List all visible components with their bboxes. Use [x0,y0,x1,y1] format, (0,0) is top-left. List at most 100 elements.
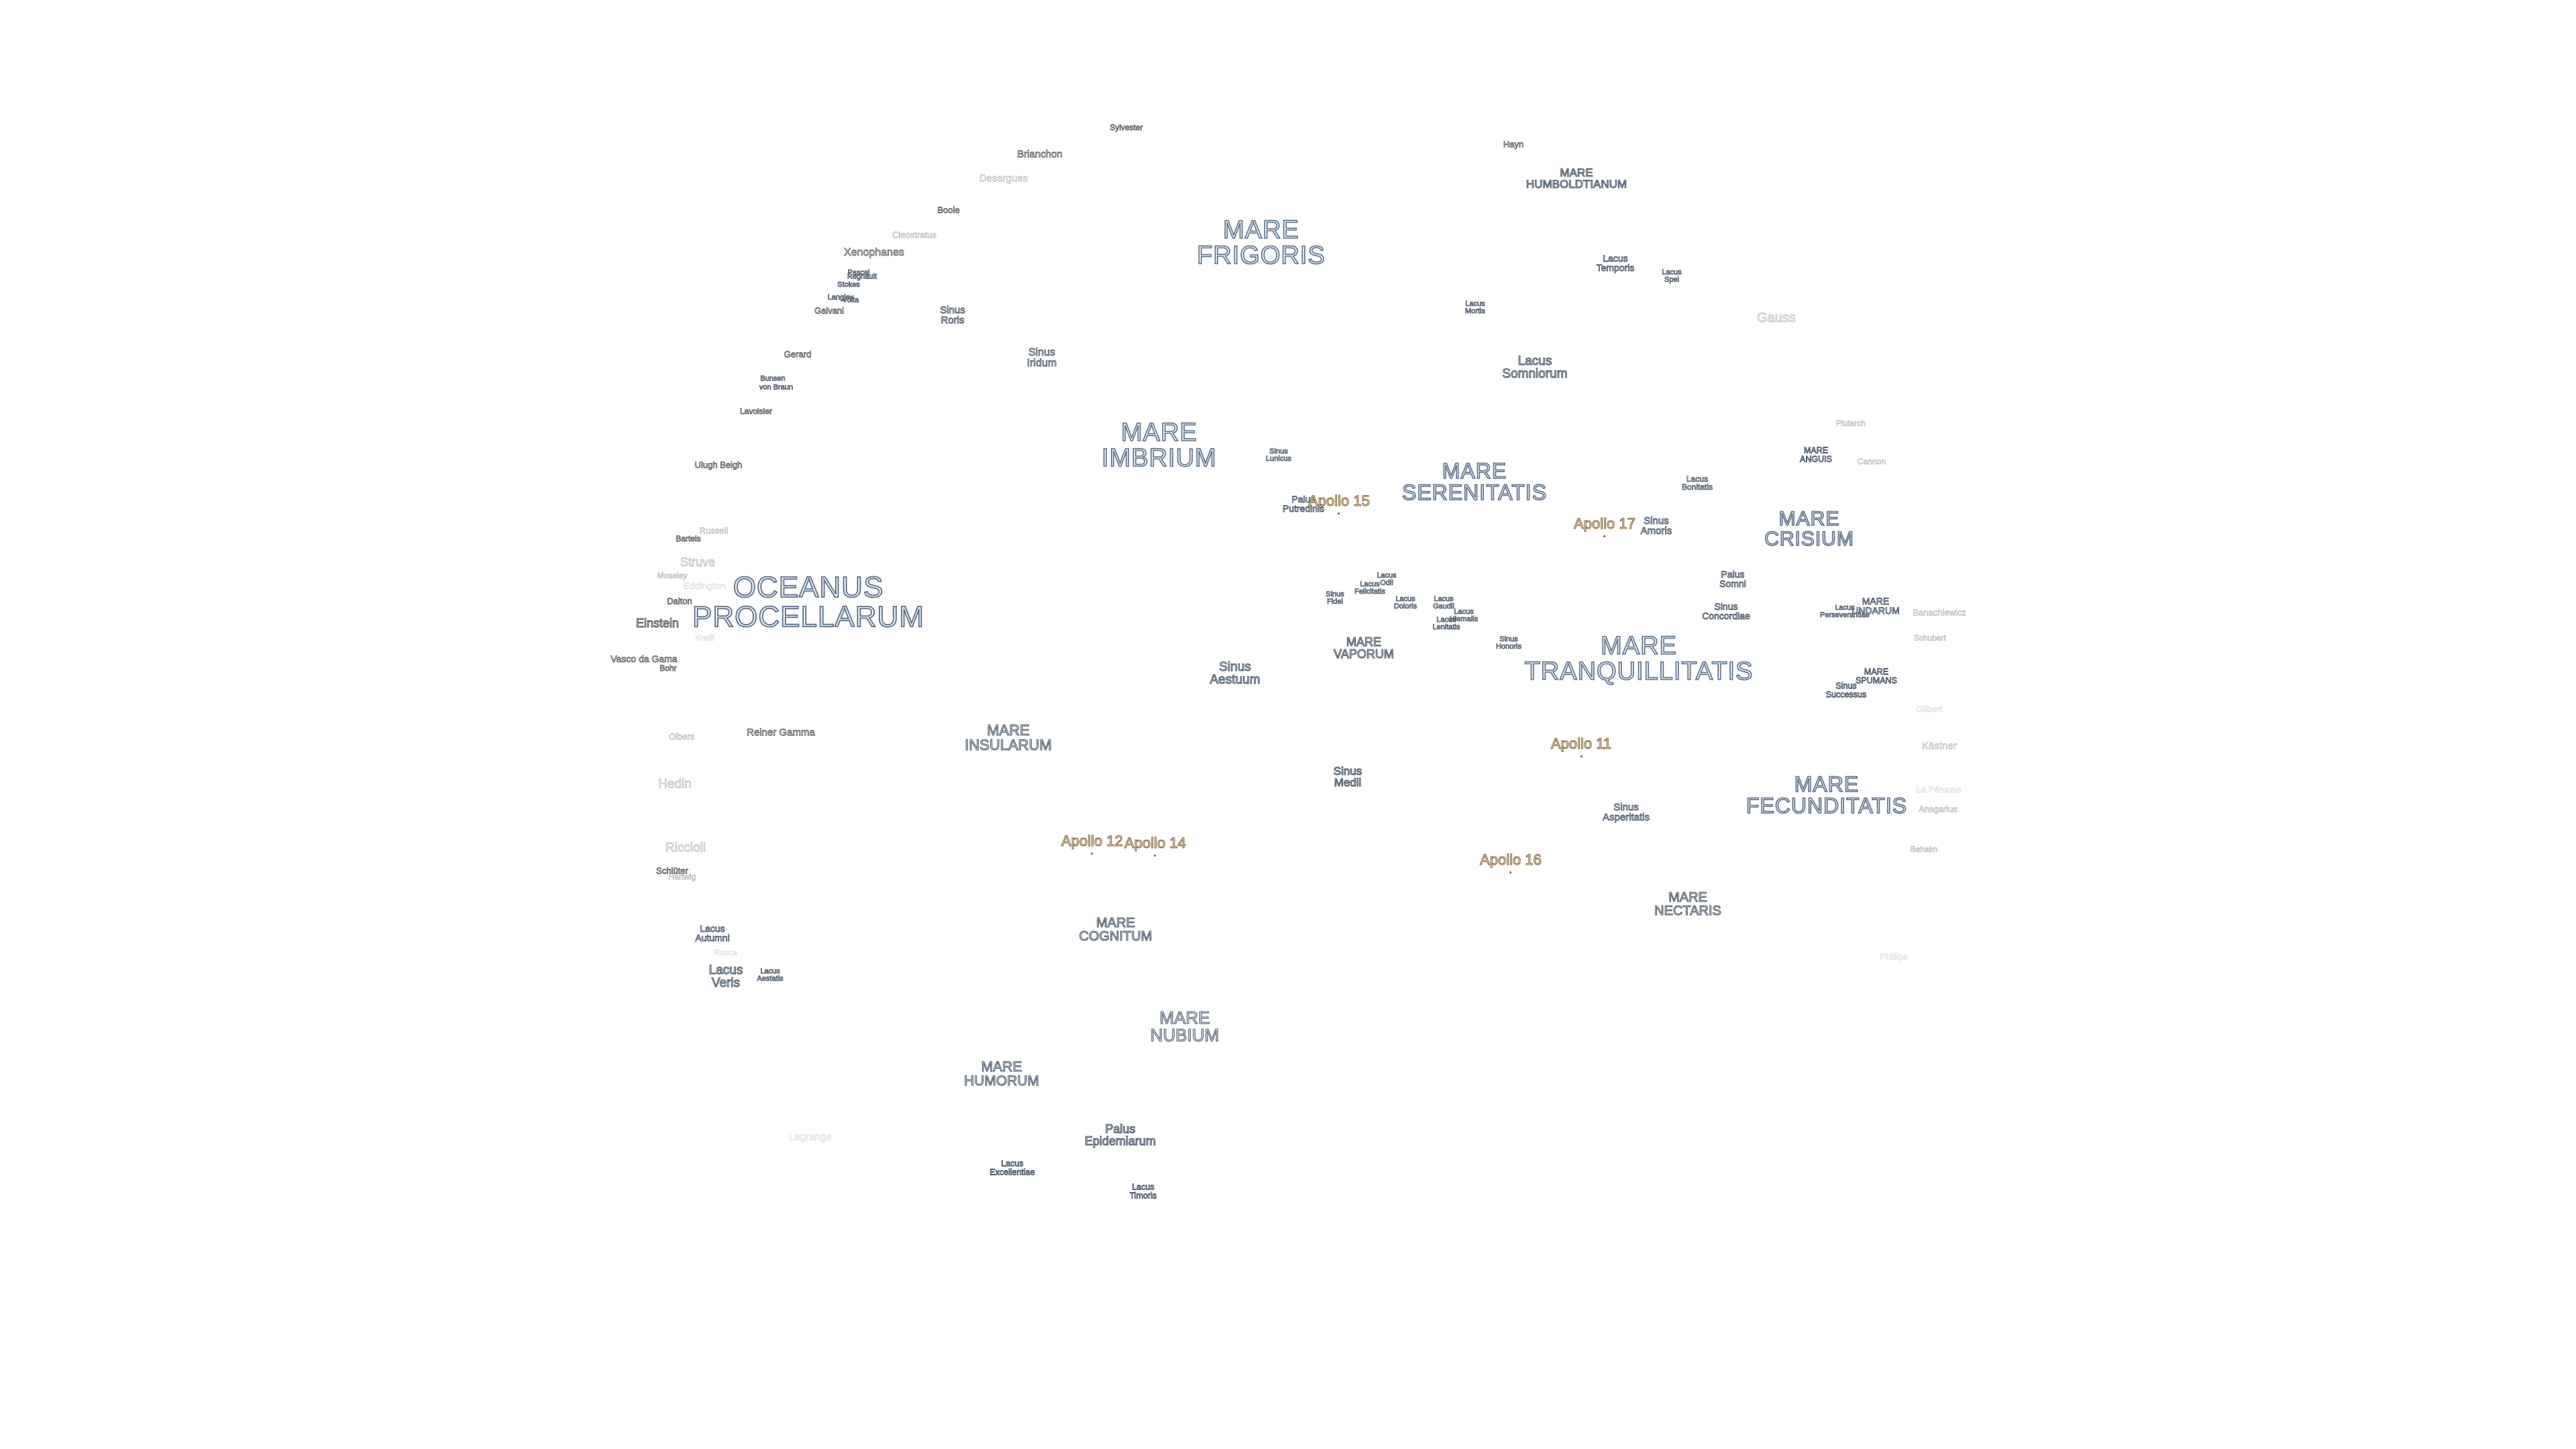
mare-fecunditatis-label: MARE FECUNDITATIS [1746,772,1908,818]
lacus-somniorum-label: Lacus Somniorum [1502,354,1568,381]
crater-behaim-label: Behaim [1910,845,1938,854]
crater-cannon-label: Cannon [1857,457,1886,466]
lacus-doloris-label: Lacus Doloris [1393,595,1417,610]
crater-hartwig-label: Hartwig [668,872,696,881]
lacus-lenitatis-label: Lacus Lenitatis [1432,616,1460,631]
mare-frigoris-label: MARE FRIGORIS [1196,216,1326,270]
crater-reiner-gamma-label: Reiner Gamma [747,727,816,739]
apollo-11-site: Apollo 11 [1550,735,1612,757]
sinus-concordiae-label: Sinus Concordiae [1702,601,1751,621]
mare-humboldtianum-label: MARE HUMBOLDTIANUM [1525,166,1627,191]
mare-humorum-label: MARE HUMORUM [963,1059,1039,1089]
crater-gerard-label: Gerard [784,349,812,360]
crater-schubert-label: Schubert [1913,633,1947,643]
apollo-17-site: Apollo 17 [1574,515,1635,537]
apollo-15-site: Apollo 15 [1308,492,1370,515]
lacus-bonitatis-label: Lacus Bonitatis [1681,474,1713,492]
crater-stokes-label: Stokes [837,280,860,289]
crater-langley-label: Langley [827,293,854,302]
crater-lagrange-label: Lagrange [789,1131,832,1143]
crater-eddington-label: Eddington [683,580,726,591]
mare-anguis-label: MARE ANGUIS [1800,445,1833,464]
sinus-medii-label: Sinus Medii [1333,765,1362,789]
lacus-perseverantiae-label: Lacus Perseverantiae [1820,604,1870,619]
crater-ulugh-beigh-label: Ulugh Beigh [694,460,743,470]
crater-ansgarius-label: Ansgarius [1919,804,1958,814]
apollo-16-site: Apollo 16 [1480,851,1542,873]
palus-epidemiarum-label: Palus Epidemiarum [1084,1122,1157,1148]
crater-rocca-label: Rocca [714,948,738,957]
mare-crisium-label: MARE CRISIUM [1764,508,1854,550]
mare-spumans-label: MARE SPUMANS [1856,667,1898,685]
crater-galvani-label: Galvani [814,305,845,316]
lacus-timoris-label: Lacus Timoris [1129,1182,1157,1200]
sinus-roris-label: Sinus Roris [940,305,965,326]
mare-nubium-label: MARE NUBIUM [1150,1008,1220,1045]
crater-kastner-label: Kästner [1922,740,1957,752]
crater-hedin-label: Hedin [658,777,692,792]
crater-phillips-label: Phillips [1880,951,1908,962]
lacus-gaudii-label: Lacus Gaudii [1433,595,1455,610]
crater-struve-label: Struve [680,555,716,569]
sinus-lunicus-label: Sinus Lunicus [1266,447,1292,463]
crater-bartels-label: Bartels [676,534,701,543]
sinus-successus-label: Sinus Successus [1825,681,1867,699]
lacus-hiemalis-label: Lacus Hiemalis [1449,608,1479,623]
lacus-autumni-label: Lacus Autumni [695,923,730,943]
lacus-felicitatis-label: Lacus Felicitatis [1354,580,1386,596]
lacus-temporis-label: Lacus Temporis [1596,253,1635,273]
palus-somni-label: Palus Somni [1719,569,1747,589]
crater-bunsen-label: Bunsen [760,374,786,383]
lacus-spei-label: Lacus Spei [1662,268,1682,284]
crater-xenophanes-label: Xenophanes [844,247,905,258]
mare-cognitum-label: MARE COGNITUM [1079,916,1152,944]
crater-einstein-label: Einstein [635,616,680,630]
crater-regnault-label: Regnault [847,272,877,281]
palus-putredinis-label: Palus Putredinis [1282,494,1325,514]
lacus-mortis-label: Lacus Mortis [1465,300,1486,315]
lacus-odii-label: Lacus Odii [1377,572,1397,587]
sinus-aestuum-label: Sinus Aestuum [1210,660,1260,687]
sinus-asperitatis-label: Sinus Asperitatis [1602,802,1650,823]
apollo-14-site: Apollo 14 [1124,835,1186,857]
sinus-fidei-label: Sinus Fidei [1326,590,1344,606]
lacus-excellentiae-label: Lacus Excellentiae [989,1159,1035,1177]
lacus-aestatis-label: Lacus Aestatis [757,967,784,983]
crater-moseley-label: Moseley [657,571,688,580]
crater-dalton-label: Dalton [667,596,692,606]
crater-vasco-da-gama-label: Vasco da Gama [610,653,678,664]
mare-serenitatis-label: MARE SERENITATIS [1401,459,1548,504]
crater-cleostratus-label: Cleostratus [892,229,936,240]
mare-nectaris-label: MARE NECTARIS [1654,890,1722,918]
apollo-12-site: Apollo 12 [1061,833,1123,855]
crater-riccioli-label: Riccioli [665,841,706,855]
crater-desargues-label: Desargues [979,172,1028,184]
crater-la-perouse-label: La Pérouse [1916,784,1962,795]
crater-pascal-label: Pascal [847,268,870,277]
crater-lavoisier-label: Lavoisier [739,407,773,416]
crater-von-braun-label: von Braun [759,383,794,392]
crater-olbers-label: Olbers [668,731,695,742]
lacus-veris-label: Lacus Veris [708,963,743,990]
crater-volta-label: Volta [842,296,859,305]
oceanus-procellarum-label: OCEANUS PROCELLARUM [692,571,924,633]
crater-hayn-label: Hayn [1503,139,1524,150]
mare-tranquillitatis-label: MARE TRANQUILLITATIS [1524,632,1754,686]
mare-imbrium-label: MARE IMBRIUM [1101,419,1217,472]
mare-undarum-label: MARE UNDARUM [1851,596,1900,616]
crater-bohr-label: Bohr [659,663,677,673]
crater-schluter-label: Schlüter [656,865,689,876]
crater-banachiewicz-label: Banachiewicz [1913,607,1966,618]
crater-gilbert-label: Gilbert [1916,704,1943,714]
sinus-amoris-label: Sinus Amoris [1640,515,1672,537]
crater-russell-label: Russell [699,525,729,536]
mare-vaporum-label: MARE VAPORUM [1334,635,1395,661]
mare-insularum-label: MARE INSULARUM [965,722,1053,753]
crater-krafft-label: Krafft [695,633,715,643]
sinus-iridum-label: Sinus Iridum [1026,347,1057,369]
crater-boole-label: Boole [937,205,960,215]
crater-gauss-label: Gauss [1757,311,1796,325]
crater-plutarch-label: Plutarch [1835,419,1866,428]
crater-brianchon-label: Brianchon [1017,148,1063,160]
